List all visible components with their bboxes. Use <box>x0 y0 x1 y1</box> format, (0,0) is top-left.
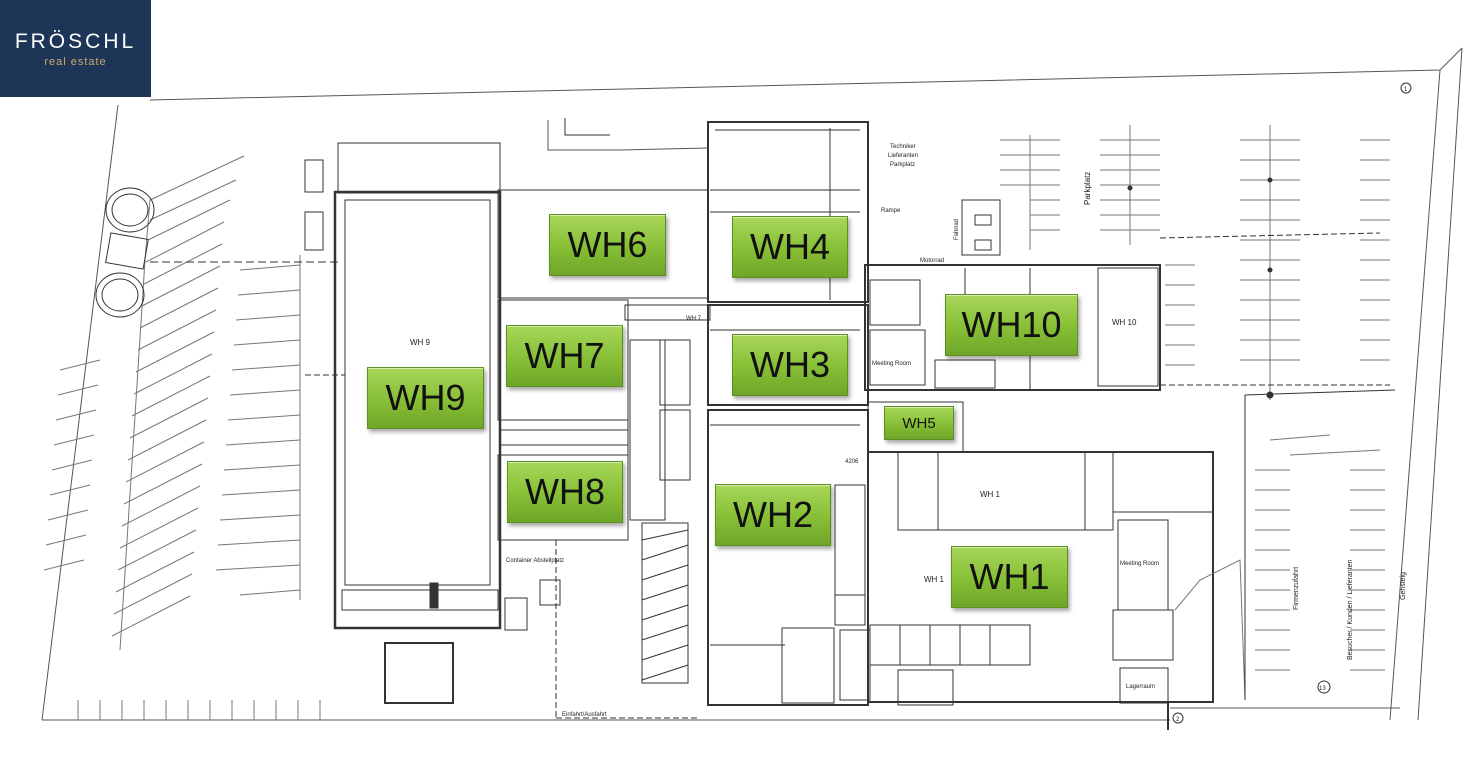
wh2-label[interactable]: WH2 <box>715 484 831 546</box>
wh9-building <box>333 190 502 630</box>
wh9-label[interactable]: WH9 <box>367 367 484 429</box>
froschl-logo: FRÖSCHL real estate <box>0 0 151 97</box>
firmenzufahrt-label: Firmenzufahrt <box>1293 567 1300 610</box>
level-4206-label: 4206 <box>845 459 859 465</box>
wh5-label[interactable]: WH5 <box>884 406 954 440</box>
site-boundary-line <box>149 47 1463 101</box>
logo-brand-text: FRÖSCHL <box>14 29 137 53</box>
hatched-storage <box>641 522 689 684</box>
motorrad-label: Motorrad <box>920 258 944 264</box>
tank-housing <box>105 232 149 270</box>
wh9-inner-label: WH 9 <box>410 338 431 347</box>
road-line <box>1389 69 1441 721</box>
ne-parking <box>1000 125 1390 671</box>
road-line-outer <box>1417 47 1463 721</box>
meeting-room-label-a: Meeting Room <box>872 361 911 367</box>
gehsteig-label: Gehsteig <box>1400 572 1407 600</box>
techniker-label-2: Lieferanten <box>888 153 918 159</box>
wh10-label[interactable]: WH10 <box>945 294 1078 356</box>
west-parking-stalls <box>43 155 321 720</box>
wh7-inner-label: WH 7 <box>686 316 702 322</box>
besucher-label: Besucher / Kunden / Lieferanten <box>1347 559 1354 660</box>
bike-shelter <box>304 159 324 193</box>
fahrrad-label: Fahrrad <box>954 219 960 240</box>
wh3-building <box>707 304 869 406</box>
logo-tagline: real estate <box>44 55 107 68</box>
wh6-label[interactable]: WH6 <box>549 214 666 276</box>
wh4-building <box>707 121 869 303</box>
wh1-inner-label-a: WH 1 <box>980 490 1001 499</box>
rampe-label: Rampe <box>881 208 901 214</box>
techniker-label-3: Parkplatz <box>890 162 915 168</box>
wh1-label[interactable]: WH1 <box>951 546 1068 608</box>
wh10-inner-label: WH 10 <box>1112 318 1137 327</box>
south-pit <box>384 642 454 704</box>
tank-north <box>105 187 155 233</box>
wh2-building <box>707 409 869 706</box>
meeting-room-label-b: Meeting Room <box>1120 561 1159 567</box>
wh7-label[interactable]: WH7 <box>506 325 623 387</box>
marker-1-label: 1 <box>1404 87 1408 93</box>
wh3-label[interactable]: WH3 <box>732 334 848 396</box>
marker-13 <box>1317 680 1331 694</box>
container-label: Container Abstellplatz <box>506 558 564 564</box>
marker-13-label: 13 <box>1319 686 1326 692</box>
marker-1 <box>1400 82 1412 94</box>
wh10-building <box>864 264 1161 391</box>
einfahrt-label: Einfahrt/Ausfahrt <box>562 712 607 718</box>
lagerraum-label: Lagerraum <box>1126 684 1155 690</box>
bike-rack <box>961 199 1001 256</box>
parkplatz-label: Parkplatz <box>1083 172 1092 205</box>
techniker-label-1: Techniker <box>890 144 916 150</box>
tank-south <box>95 272 145 318</box>
wh8-label[interactable]: WH8 <box>507 461 623 523</box>
wh1-inner-label-b: WH 1 <box>924 575 945 584</box>
wh9-north-annex <box>337 142 501 194</box>
west-boundary <box>41 104 119 721</box>
marker-2 <box>1172 712 1184 724</box>
wh4-label[interactable]: WH4 <box>732 216 848 278</box>
marker-2-label: 2 <box>1176 717 1180 723</box>
